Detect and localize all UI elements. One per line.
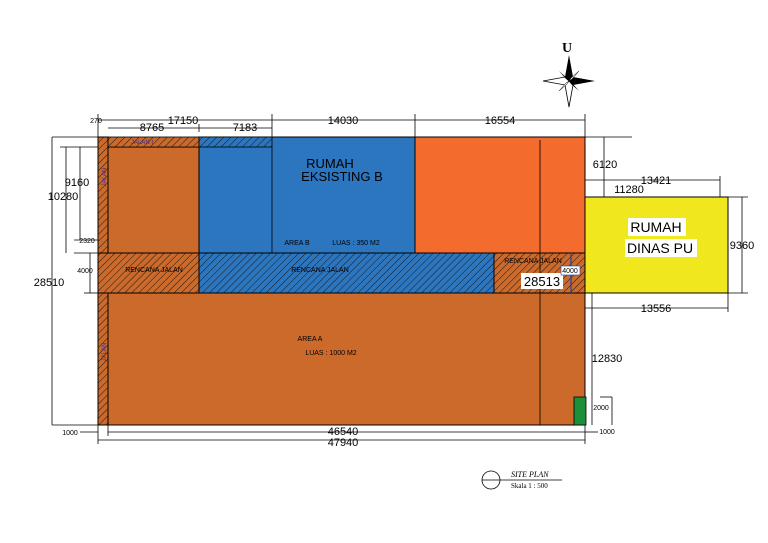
rencana-jalan-left-label: RENCANA JALAN xyxy=(125,267,183,274)
dim-4000-left: 4000 xyxy=(77,268,93,275)
area-a-lot xyxy=(107,292,586,426)
jalan-left-upper-label: JALAN xyxy=(102,168,108,187)
area-b-label: AREA B xyxy=(284,240,310,247)
rencana-jalan-mid-label: RENCANA JALAN xyxy=(291,267,349,274)
dim-4000-right: 4000 xyxy=(562,268,578,275)
dim-8765: 8765 xyxy=(140,122,164,134)
dim-16554: 16554 xyxy=(485,115,516,127)
dim-28513: 28513 xyxy=(524,274,560,289)
dim-9160: 9160 xyxy=(65,177,89,189)
dim-6120: 6120 xyxy=(593,159,617,171)
luas-a-label: LUAS : 1000 M2 xyxy=(305,350,356,357)
dim-10280: 10280 xyxy=(48,191,79,203)
dim-2320: 2320 xyxy=(79,238,95,245)
dim-1000-left: 1000 xyxy=(62,430,78,437)
dim-11280: 11280 xyxy=(614,184,644,196)
jalan-left-lower-label: JALAN xyxy=(102,343,108,362)
dim-9360: 9360 xyxy=(730,240,754,252)
upper-left-lot xyxy=(107,146,200,254)
dim-2000: 2000 xyxy=(593,405,609,412)
rumah-dinas-label-1: RUMAH xyxy=(630,219,681,235)
dim-270: 270 xyxy=(90,118,102,125)
green-marker xyxy=(573,396,587,426)
dim-13556: 13556 xyxy=(641,303,672,315)
dim-13421: 13421 xyxy=(641,175,672,187)
area-a-label: AREA A xyxy=(298,336,323,343)
dim-14030: 14030 xyxy=(328,115,359,127)
dim-7183: 7183 xyxy=(233,122,257,134)
dim-17150: 17150 xyxy=(168,115,199,127)
dim-28510: 28510 xyxy=(34,277,65,289)
site-plan-scale: Skala 1 : 500 xyxy=(511,482,548,490)
dim-46540: 46540 xyxy=(328,426,359,438)
dim-1000-right: 1000 xyxy=(599,429,615,436)
luas-b-label: LUAS : 350 M2 xyxy=(332,240,380,247)
rencana-jalan-right-label: RENCANA JALAN xyxy=(504,258,562,265)
area-b-lot xyxy=(198,136,416,254)
rumah-dinas-label-2: DINAS PU xyxy=(627,240,693,256)
site-plan-title: SITE PLAN xyxy=(511,470,549,479)
rumah-eksisting-label-1: RUMAH xyxy=(306,156,354,171)
orange-lot xyxy=(414,136,586,254)
north-arrow-icon xyxy=(542,55,595,108)
rumah-eksisting-label-2: EKSISTING B xyxy=(301,169,383,184)
jalan-top-label: JALAN I xyxy=(131,140,153,146)
north-label: U xyxy=(562,41,572,56)
dim-12830: 12830 xyxy=(592,353,623,365)
dim-47940: 47940 xyxy=(328,437,359,449)
